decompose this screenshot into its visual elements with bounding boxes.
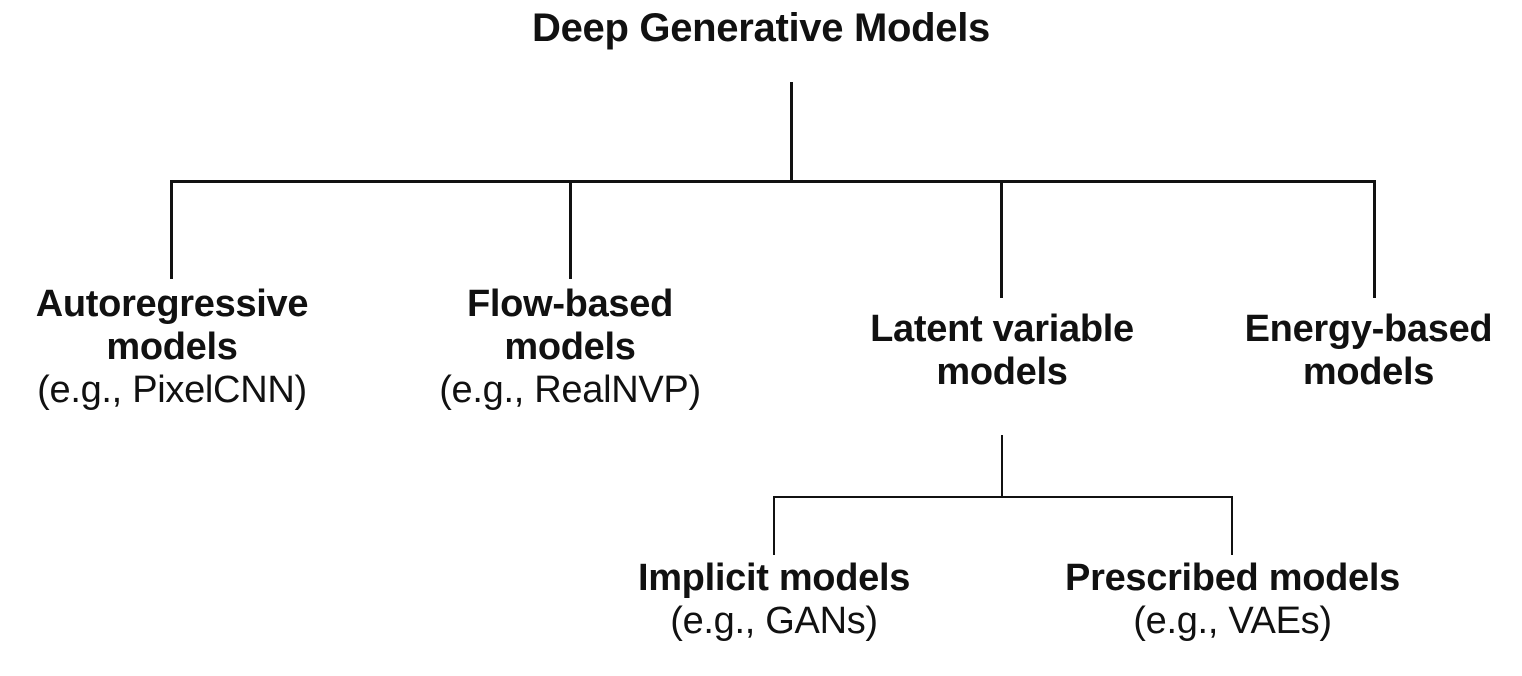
- node-root: Deep Generative Models: [0, 6, 1522, 51]
- node-implicit: Implicit models (e.g., GANs): [584, 557, 964, 643]
- node-flow-based: Flow-based models (e.g., RealNVP): [400, 283, 740, 412]
- connector-leg-flow-based: [569, 180, 572, 279]
- connector-latent-stem: [1001, 435, 1003, 497]
- connector-leg-autoregressive: [170, 180, 173, 279]
- node-energy-based-label-line1: Energy-based: [1244, 308, 1493, 350]
- node-implicit-example: (e.g., GANs): [670, 599, 878, 642]
- connector-root-stem: [790, 82, 793, 182]
- node-autoregressive-label-line2: models: [106, 325, 238, 368]
- node-autoregressive-label-line1: Autoregressive: [35, 283, 309, 325]
- connector-leg-implicit: [773, 496, 775, 555]
- node-latent-variable: Latent variable models: [838, 308, 1166, 394]
- node-energy-based-label-line2: models: [1302, 350, 1435, 393]
- connector-level1-bar: [170, 180, 1376, 183]
- node-prescribed-label: Prescribed models: [1065, 557, 1400, 599]
- connector-leg-latent-variable: [1000, 180, 1003, 298]
- node-implicit-label: Implicit models: [637, 557, 911, 599]
- node-flow-based-example: (e.g., RealNVP): [439, 368, 701, 411]
- node-prescribed-example: (e.g., VAEs): [1133, 599, 1332, 642]
- node-flow-based-label-line1: Flow-based: [466, 283, 674, 325]
- node-prescribed: Prescribed models (e.g., VAEs): [1010, 557, 1455, 643]
- connector-level2-bar: [773, 496, 1233, 498]
- node-flow-based-label-line2: models: [504, 325, 636, 368]
- node-energy-based: Energy-based models: [1215, 308, 1522, 394]
- connector-leg-prescribed: [1231, 496, 1233, 555]
- node-latent-variable-label-line2: models: [936, 350, 1068, 393]
- node-autoregressive: Autoregressive models (e.g., PixelCNN): [0, 283, 344, 412]
- node-root-label: Deep Generative Models: [531, 6, 990, 50]
- connector-leg-energy-based: [1373, 180, 1376, 298]
- node-latent-variable-label-line1: Latent variable: [870, 308, 1134, 350]
- node-autoregressive-example: (e.g., PixelCNN): [37, 368, 307, 411]
